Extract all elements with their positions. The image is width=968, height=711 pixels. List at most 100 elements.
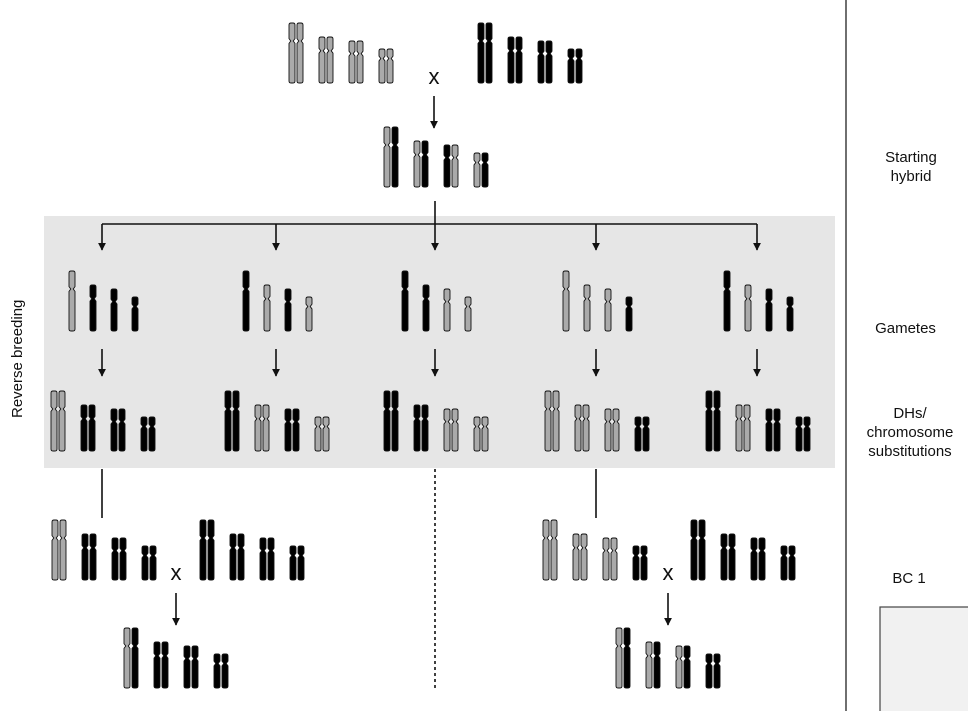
chromosome — [314, 416, 322, 452]
chromosome — [401, 270, 409, 332]
chromosome — [378, 48, 386, 84]
chromosome — [413, 140, 421, 188]
chromosome — [422, 284, 430, 332]
chromosome — [267, 537, 275, 581]
chromosome — [348, 40, 356, 84]
chromosome — [153, 641, 161, 689]
chromosome — [292, 408, 300, 452]
chromosome — [645, 641, 653, 689]
bc1-offspring-karyotype — [123, 627, 229, 689]
chromosome — [89, 533, 97, 581]
chromosome — [123, 627, 131, 689]
gamete-karyotype — [562, 270, 633, 332]
chromosome — [199, 519, 207, 581]
chromosome — [582, 404, 590, 452]
chromosome — [803, 416, 811, 452]
chromosome — [451, 408, 459, 452]
chromosome — [765, 288, 773, 332]
chromosome — [149, 545, 157, 581]
chromosome — [50, 390, 58, 452]
dh-line-2: chromosome — [866, 424, 954, 441]
chromosome — [575, 48, 583, 84]
chromosome — [259, 537, 267, 581]
starting-hybrid-line-2: hybrid — [890, 168, 932, 185]
chromosome — [473, 152, 481, 188]
chromosome — [207, 519, 215, 581]
chromosome — [744, 284, 752, 332]
chromosome — [788, 545, 796, 581]
chromosome — [58, 390, 66, 452]
chromosome — [485, 22, 493, 84]
chromosome — [263, 284, 271, 332]
chromosome — [625, 296, 633, 332]
dh-karyotype — [224, 390, 330, 452]
chromosome — [473, 416, 481, 452]
dh-karyotype — [383, 390, 489, 452]
chromosome — [413, 404, 421, 452]
chromosome — [80, 404, 88, 452]
chromosome — [572, 533, 580, 581]
chromosome — [632, 545, 640, 581]
chromosome — [464, 296, 472, 332]
chromosome — [795, 416, 803, 452]
chromosome — [88, 404, 96, 452]
chromosome — [242, 270, 250, 332]
connector-lines — [98, 96, 761, 690]
chromosome — [111, 537, 119, 581]
chromosome — [161, 641, 169, 689]
chromosome — [224, 390, 232, 452]
chromosome — [183, 645, 191, 689]
chromosome — [443, 144, 451, 188]
chromosome — [326, 36, 334, 84]
chromosome — [580, 533, 588, 581]
chromosome — [552, 390, 560, 452]
chromosome — [421, 404, 429, 452]
chromosome — [296, 22, 304, 84]
dh-karyotype — [50, 390, 156, 452]
chromosome — [284, 288, 292, 332]
chromosome — [421, 140, 429, 188]
chromosome — [451, 144, 459, 188]
chromosome — [758, 537, 766, 581]
chromosome — [477, 22, 485, 84]
chromosome — [537, 40, 545, 84]
chromosome — [515, 36, 523, 84]
chromosome — [705, 653, 713, 689]
chromosome — [780, 545, 788, 581]
chromosome — [713, 390, 721, 452]
starting-hybrid-line-1: Starting — [885, 149, 937, 166]
chromosome — [119, 537, 127, 581]
dh-karyotype — [544, 390, 650, 452]
dh-line-1: DHs/ — [893, 405, 927, 422]
chromosome — [213, 653, 221, 689]
chromosome — [683, 645, 691, 689]
chromosome — [507, 36, 515, 84]
gametes-label: Gametes — [875, 320, 936, 337]
gamete-karyotype — [242, 270, 313, 332]
gamete-karyotype — [401, 270, 472, 332]
chromosome — [705, 390, 713, 452]
cross-symbol: x — [171, 560, 182, 585]
chromosome — [288, 22, 296, 84]
chromosome — [383, 126, 391, 188]
chromosome — [318, 36, 326, 84]
chromosome — [51, 519, 59, 581]
chromosome — [567, 48, 575, 84]
dh-karyotype — [705, 390, 811, 452]
chromosome — [141, 545, 149, 581]
bc1-label: BC 1 — [892, 570, 926, 587]
chromosomes — [50, 22, 811, 689]
chromosome — [89, 284, 97, 332]
chromosome — [634, 416, 642, 452]
chromosome — [574, 404, 582, 452]
chromosome — [289, 545, 297, 581]
backcross-parent-karyotype — [199, 519, 305, 581]
chromosome — [481, 416, 489, 452]
chromosome — [544, 390, 552, 452]
chromosome — [229, 533, 237, 581]
chromosome — [743, 404, 751, 452]
parent-a-karyotype — [288, 22, 394, 84]
chromosome — [232, 390, 240, 452]
